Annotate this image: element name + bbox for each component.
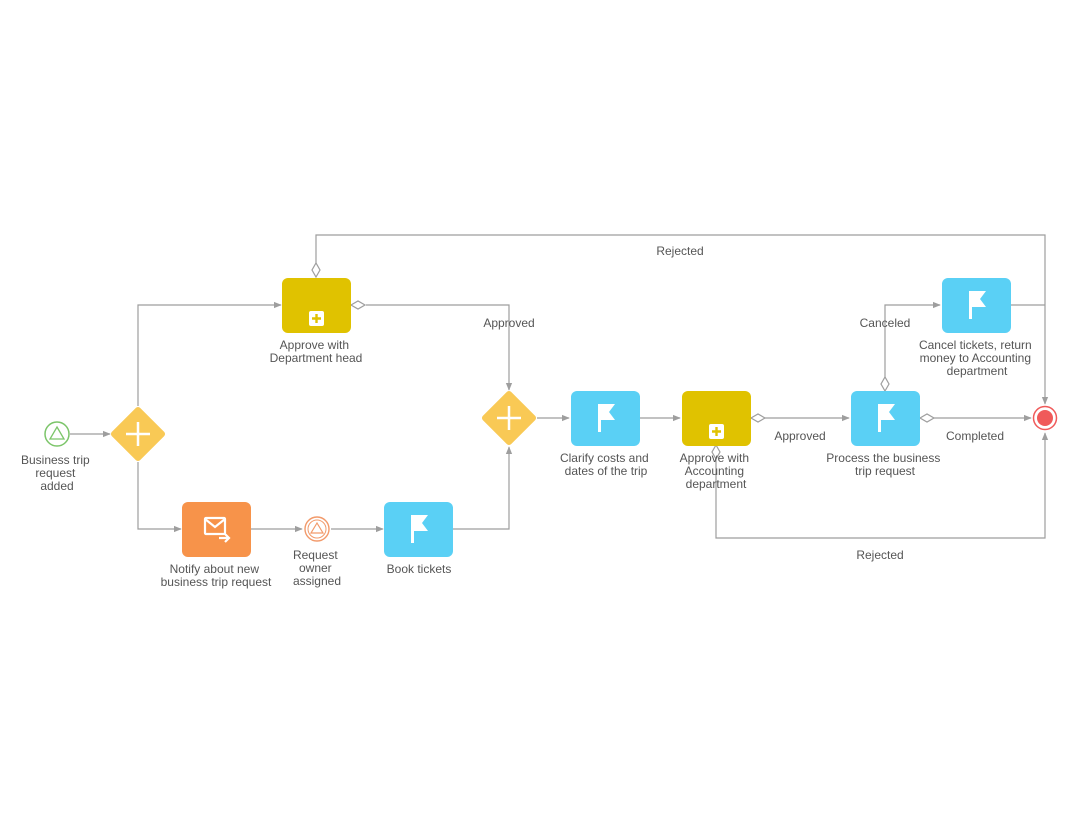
notify-send-task[interactable]: [182, 502, 251, 557]
flow-accounting-rejected[interactable]: [715, 432, 1049, 539]
condition-diamond: [711, 443, 721, 461]
clarify-costs-task[interactable]: [571, 391, 640, 446]
book-tickets-label: Book tickets: [387, 562, 452, 576]
approve-accounting-label: Approve with Accounting department: [680, 451, 753, 491]
book-tickets-task[interactable]: [384, 502, 453, 557]
flow-dept-head-rejected[interactable]: [315, 234, 1049, 405]
flow-label-approved-accounting: Approved: [774, 429, 825, 443]
parallel-plus-icon: [126, 422, 150, 446]
cancel-tickets-task[interactable]: [942, 278, 1011, 333]
flow-fork-to-dept-head[interactable]: [137, 301, 282, 406]
flow-label-canceled: Canceled: [860, 316, 911, 330]
approve-dept-head-subprocess[interactable]: [282, 278, 351, 333]
parallel-fork-gateway[interactable]: [110, 406, 167, 463]
flow-label-rejected-top: Rejected: [656, 244, 703, 258]
cancel-tickets-label: Cancel tickets, return money to Accounti…: [919, 338, 1035, 378]
end-circle-icon: [1037, 410, 1053, 426]
flow-label-completed: Completed: [946, 429, 1004, 443]
condition-diamond: [880, 375, 890, 393]
start-event[interactable]: [44, 421, 70, 447]
triangle-signal-icon: [309, 521, 325, 534]
owner-event-label: Request owner assigned: [293, 548, 341, 588]
flow-label-rejected-bottom: Rejected: [856, 548, 903, 562]
process-request-label: Process the business trip request: [826, 451, 943, 478]
owner-assigned-event[interactable]: [304, 516, 330, 542]
approve-dept-head-label: Approve with Department head: [270, 338, 363, 365]
flow-label-approved-head: Approved: [483, 316, 534, 330]
condition-diamond: [918, 413, 936, 423]
flow-fork-to-notify[interactable]: [137, 462, 182, 533]
process-request-task[interactable]: [851, 391, 920, 446]
start-event-label: Business trip request added: [21, 453, 93, 493]
parallel-join-gateway[interactable]: [481, 390, 538, 447]
condition-diamond: [349, 300, 367, 310]
end-event[interactable]: [1032, 405, 1058, 431]
notify-task-label: Notify about new business trip request: [161, 562, 272, 589]
flow-book-to-join[interactable]: [453, 446, 513, 530]
flow-process-canceled[interactable]: [884, 301, 941, 377]
triangle-signal-icon: [48, 425, 66, 440]
approve-accounting-subprocess[interactable]: [682, 391, 751, 446]
condition-diamond: [749, 413, 767, 423]
clarify-costs-label: Clarify costs and dates of the trip: [560, 451, 652, 478]
flow-dept-head-approved[interactable]: [366, 304, 513, 391]
parallel-plus-icon: [497, 406, 521, 430]
condition-diamond: [311, 261, 321, 279]
send-mail-icon: [203, 516, 231, 543]
